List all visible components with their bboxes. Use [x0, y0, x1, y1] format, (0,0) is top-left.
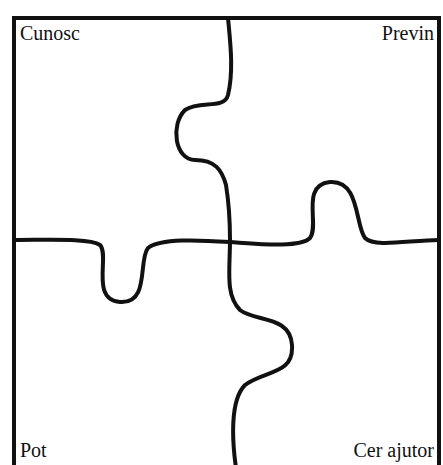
corner-label: Cer ajutor: [351, 439, 436, 461]
piece-edge: [229, 240, 292, 465]
piece-edge: [176, 18, 231, 240]
corner-label: Cunosc: [18, 22, 82, 44]
piece-edge: [14, 182, 439, 302]
corner-label: Previn: [380, 22, 436, 44]
puzzle-frame: [14, 18, 439, 465]
corner-label: Pot: [18, 439, 49, 461]
